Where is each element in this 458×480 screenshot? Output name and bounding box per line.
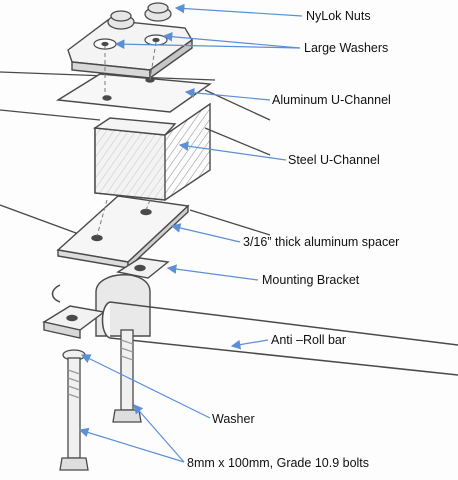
label-aluminum-u-channel: Aluminum U-Channel — [272, 93, 391, 107]
aluminum-spacer — [56, 195, 190, 270]
anti-roll-bar — [51, 284, 458, 376]
alignment-lines — [96, 41, 157, 237]
leader-aluminum-u-channel — [184, 88, 271, 101]
nylok-nut-right — [144, 2, 172, 22]
label-spacer: 3/16” thick aluminum spacer — [243, 235, 400, 249]
leader-nylok-nuts — [174, 3, 303, 17]
label-nylok-nuts: NyLok Nuts — [306, 9, 371, 23]
label-washer: Washer — [212, 412, 255, 426]
leader-spacer — [170, 223, 241, 243]
leader-mounting-bracket — [166, 264, 259, 281]
mounting-bracket — [42, 257, 170, 339]
label-bolts: 8mm x 100mm, Grade 10.9 bolts — [187, 456, 370, 470]
leader-steel-u-channel — [178, 141, 287, 161]
leader-lines — [78, 3, 303, 463]
nylok-nut-left — [107, 10, 135, 30]
top-clamp-plate — [67, 19, 193, 80]
leader-bolts-1 — [78, 427, 185, 463]
leader-anti-roll-bar — [230, 339, 269, 350]
label-large-washers: Large Washers — [304, 41, 389, 55]
label-mounting-bracket: Mounting Bracket — [262, 273, 360, 287]
label-steel-u-channel: Steel U-Channel — [288, 153, 380, 167]
label-anti-roll-bar: Anti –Roll bar — [271, 333, 347, 347]
leader-washer — [80, 354, 211, 419]
leader-large-washers-2 — [114, 39, 301, 49]
bolt-left — [59, 349, 89, 471]
leader-large-washers-1 — [162, 31, 301, 49]
steel-u-channel — [92, 102, 211, 201]
leader-bolts-2 — [133, 404, 185, 463]
aluminum-u-channel — [55, 73, 212, 113]
